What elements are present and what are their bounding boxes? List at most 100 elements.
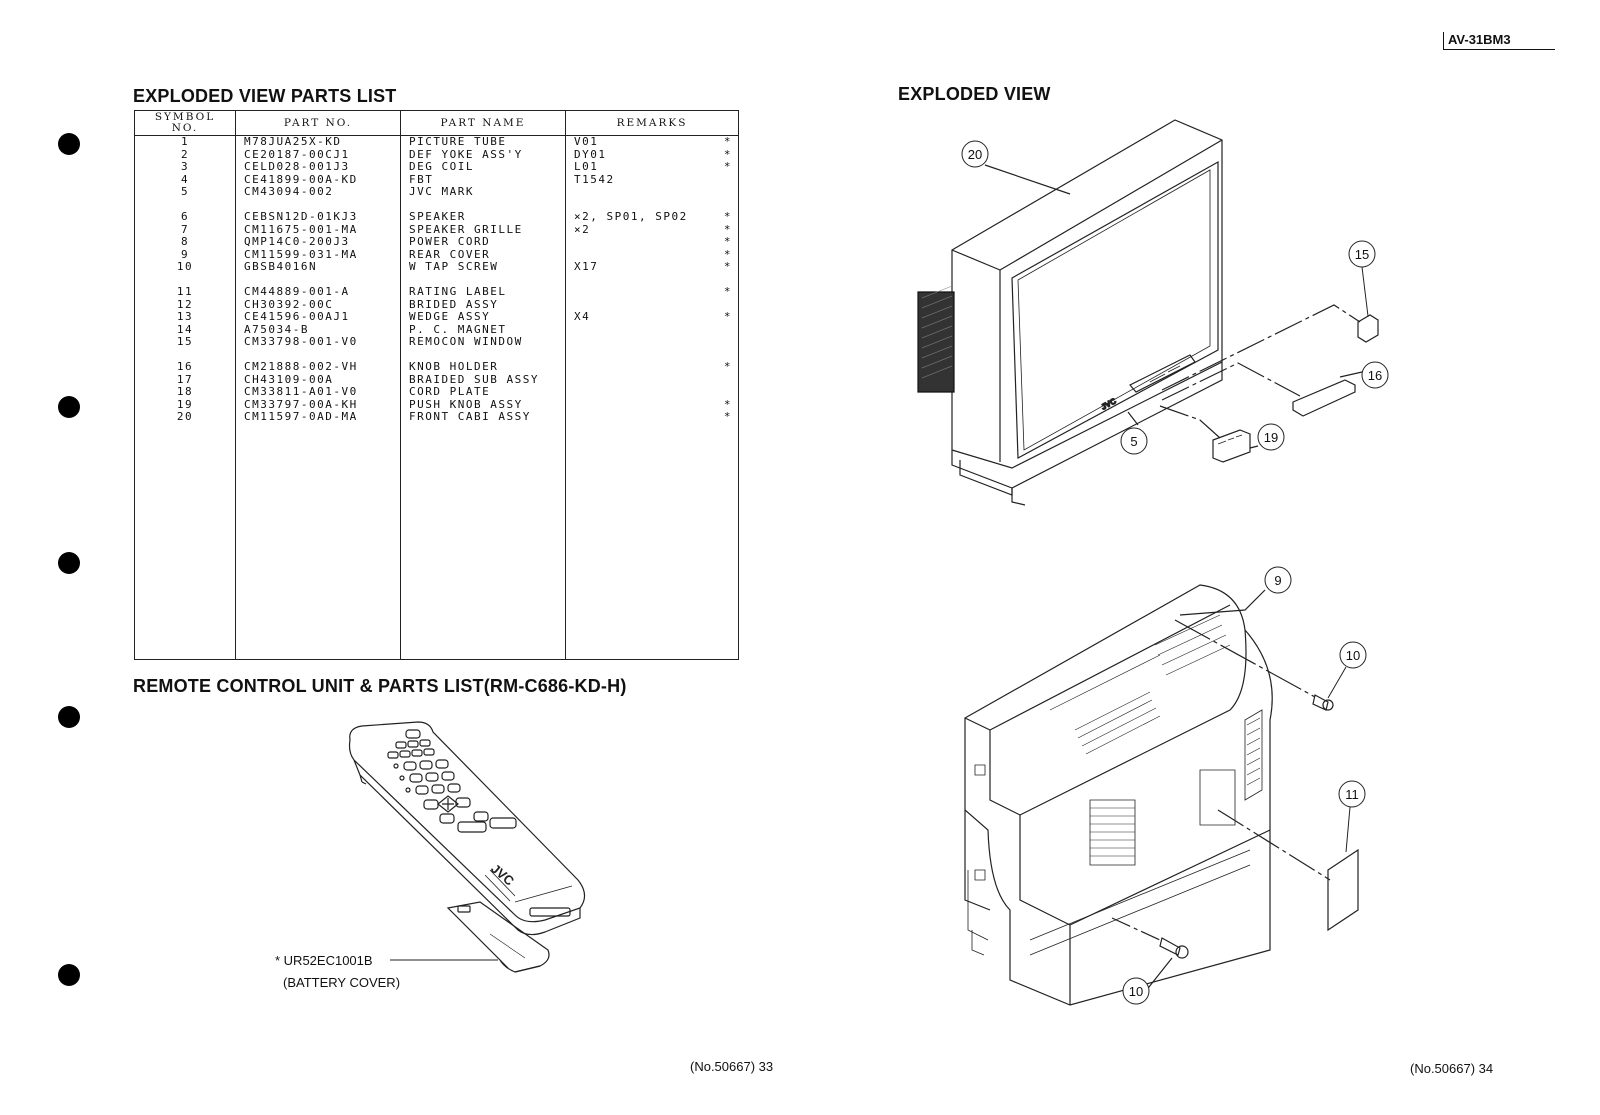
leader-19b [1250, 446, 1258, 448]
group-spacer [409, 349, 565, 362]
service-star-mark: * [723, 136, 732, 148]
table-cell-remarks: V01 * [574, 136, 738, 149]
leader-5 [1128, 412, 1138, 425]
symbol-header-line1: SYMBOL [154, 111, 216, 123]
remarks-text: DY01 [574, 148, 607, 161]
table-cell-part-no: GBSB4016N [244, 261, 318, 273]
callout-19: 19 [1257, 423, 1285, 451]
binder-hole [58, 396, 80, 418]
remote-brand-logo: JVC [488, 861, 517, 889]
table-cell-symbol: 11 [135, 286, 235, 299]
symbol-text: 12 [176, 298, 194, 311]
leader-9 [1180, 590, 1265, 615]
table-cell-remarks: L01* [574, 161, 738, 174]
table-cell-part-name: DEG COIL [409, 161, 474, 173]
table-cell-part-name: JVC MARK [409, 186, 474, 198]
table-cell-part-name: W TAP SCREW [409, 261, 499, 273]
table-cell-remarks: * [574, 399, 738, 412]
symbol-text: 9 [180, 248, 190, 261]
page-number-left: (No.50667) 33 [690, 1059, 774, 1074]
table-cell-symbol: 19 [135, 399, 235, 412]
table-cell-remarks [574, 386, 738, 399]
dpad-icon [438, 796, 458, 812]
callout-11: 11 [1338, 780, 1366, 808]
table-cell-remarks: ×2, SP01, SP02* [574, 211, 738, 224]
service-star-mark: * [723, 236, 732, 248]
symbol-text: 11 [176, 286, 194, 298]
svg-text:9: 9 [1274, 573, 1281, 588]
table-cell-part-no: M78JUA25X-KD [244, 136, 342, 148]
svg-text:16: 16 [1368, 368, 1382, 383]
callout-9: 9 [1264, 566, 1292, 594]
svg-text:5: 5 [1130, 434, 1137, 449]
screw-bottom [1160, 938, 1180, 955]
table-cell-part-no: CM11597-0AD-MA [244, 411, 358, 423]
leader-11 [1218, 810, 1330, 880]
symbol-text: 10 [176, 261, 194, 273]
leader-16b [1340, 372, 1362, 377]
table-cell-symbol: 13 [135, 311, 235, 324]
table-cell-part-name: CORD PLATE [409, 386, 491, 398]
service-star-mark: * [723, 261, 732, 273]
group-spacer [244, 274, 400, 287]
table-header-row: SYMBOL NO. PART NO. PART NAME REMARKS [134, 110, 739, 136]
leader-15 [1162, 305, 1360, 390]
push-knob-part [1213, 430, 1250, 462]
callout-20: 20 [961, 140, 989, 168]
table-cell-part-name: PICTURE TUBE [409, 136, 507, 148]
table-cell-symbol: 1⚠ [135, 136, 235, 149]
battery-cover-part-number: * UR52EC1001B [275, 953, 373, 968]
callout-5: 5 [1120, 427, 1148, 455]
binder-hole [58, 552, 80, 574]
table-cell-symbol: 7 [135, 224, 235, 237]
table-cell-symbol: 18 [135, 386, 235, 399]
remarks-text: T1542 [574, 173, 615, 186]
column-header-remarks: REMARKS [565, 110, 739, 136]
symbol-text: 7 [180, 223, 190, 236]
table-cell-part-name: DEF YOKE ASS'Y [409, 148, 523, 161]
column-header-part-no: PART NO. [235, 110, 401, 136]
table-cell-symbol: 15 [135, 336, 235, 349]
group-spacer [244, 199, 400, 212]
table-cell-part-no: CE41899-00A-KD [244, 173, 358, 186]
table-cell-part-no: CM11675-001-MA [244, 223, 358, 236]
remarks-text: ×2 [574, 223, 591, 236]
service-star-mark: * [723, 398, 732, 411]
symbol-text: 15 [176, 336, 194, 348]
table-cell-part-no: CM33797-00A-KH [244, 398, 358, 411]
leader-10-bottom [1112, 918, 1160, 940]
table-cell-part-name: PUSH KNOB ASSY [409, 398, 523, 411]
table-cell-part-name: REAR COVER [409, 248, 491, 261]
table-cell-remarks [574, 324, 738, 337]
group-spacer [574, 199, 738, 212]
symbol-text: 14 [176, 323, 194, 336]
table-cell-symbol: 14 [135, 324, 235, 337]
table-cell-symbol: 17 [135, 374, 235, 387]
speaker-side [918, 292, 954, 392]
service-star-mark: * [723, 286, 732, 298]
symbol-text: 17 [176, 373, 194, 386]
header-rule-vertical [1443, 32, 1444, 50]
remarks-text: V01 [574, 136, 599, 148]
remarks-text: ×2, SP01, SP02 [574, 211, 688, 223]
table-cell-part-name: BRAIDED SUB ASSY [409, 373, 539, 386]
group-spacer [574, 274, 738, 287]
table-cell-symbol: 20 [135, 411, 235, 424]
symbol-text: 19 [176, 398, 194, 411]
remote-body-outline [350, 722, 585, 922]
symbol-text: 18 [176, 386, 194, 398]
table-cell-remarks: * [574, 361, 738, 374]
table-cell-symbol: 8⚠ [135, 236, 235, 249]
service-star-mark: * [723, 223, 732, 236]
remote-control-illustration: JVC [340, 720, 610, 1010]
binder-hole [58, 133, 80, 155]
service-star-mark: * [723, 248, 732, 261]
table-cell-part-name: REMOCON WINDOW [409, 336, 523, 348]
table-cell-remarks: * [574, 286, 738, 299]
table-cell-symbol: 6⚠ [135, 211, 235, 224]
table-cell-part-name: SPEAKER [409, 211, 466, 223]
table-cell-symbol: 10 [135, 261, 235, 274]
svg-text:19: 19 [1264, 430, 1278, 445]
